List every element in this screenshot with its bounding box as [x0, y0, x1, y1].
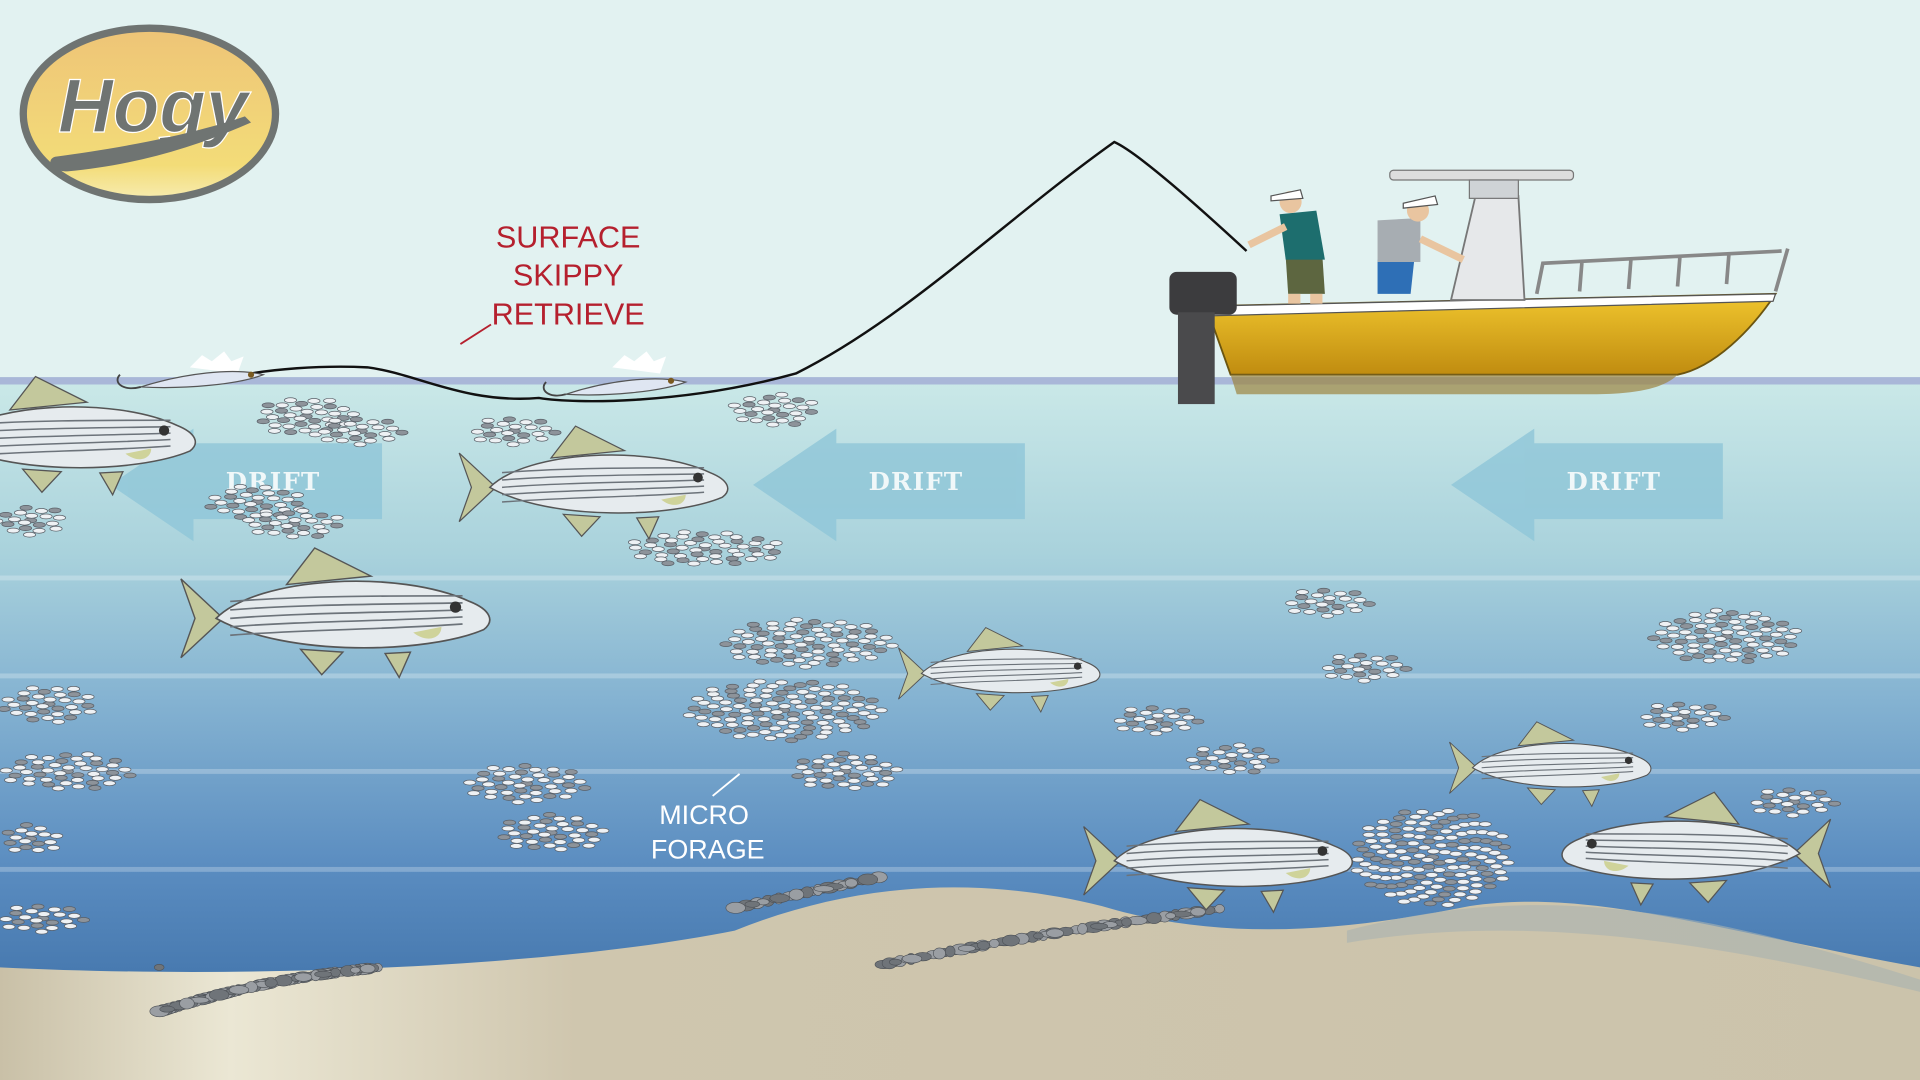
baitfish-school — [727, 391, 819, 428]
baitfish-school — [1350, 808, 1515, 908]
sand-ridge-shadow — [1346, 905, 1920, 992]
drift-arrow: DRIFT — [1451, 428, 1723, 542]
baitfish-school — [682, 678, 888, 744]
striped-bass — [458, 425, 729, 541]
fishing-line — [244, 140, 1248, 403]
boat — [1169, 169, 1790, 405]
striped-bass — [1083, 798, 1353, 914]
baitfish-school — [1285, 587, 1376, 619]
striped-bass — [1449, 721, 1652, 808]
baitfish-school — [1, 822, 64, 853]
outboard-motor — [1169, 271, 1237, 315]
baitfish-school — [1322, 652, 1413, 684]
baitfish-school — [256, 397, 360, 438]
baitfish-school — [317, 416, 409, 448]
baitfish-school — [1113, 705, 1205, 737]
baitfish-school — [1750, 787, 1842, 819]
baitfish-school — [1640, 701, 1731, 733]
lure-1 — [116, 351, 266, 390]
baitfish-school — [719, 617, 899, 670]
baitfish-school — [463, 763, 592, 805]
hogy-logo: Hogy — [19, 24, 280, 204]
angler-standing — [1377, 195, 1465, 294]
striped-bass — [1561, 791, 1832, 907]
lure-2 — [542, 351, 688, 397]
svg-text:MICRO: MICRO — [659, 800, 749, 830]
seabed-sand — [0, 887, 1920, 1080]
baitfish-school — [471, 416, 562, 448]
micro-forage-label: MICRO FORAGE — [651, 773, 765, 864]
svg-text:SURFACE: SURFACE — [496, 220, 641, 254]
baitfish-school — [497, 811, 610, 852]
striped-bass — [180, 547, 491, 680]
drift-label: DRIFT — [1567, 467, 1662, 496]
baitfish-school — [242, 507, 344, 540]
surface-retrieve-label: SURFACE SKIPPY RETRIEVE — [459, 220, 645, 345]
striped-bass — [0, 375, 197, 497]
baitfish-school — [0, 504, 66, 538]
baitfish-school — [1185, 742, 1280, 775]
rocks — [149, 871, 1225, 1018]
drift-arrow: DRIFT — [753, 428, 1025, 542]
svg-text:SKIPPY: SKIPPY — [513, 258, 624, 292]
baitfish-school — [0, 751, 137, 792]
svg-text:RETRIEVE: RETRIEVE — [492, 297, 645, 331]
baitfish-school — [791, 750, 904, 791]
striped-bass — [898, 626, 1101, 714]
baitfish-school — [0, 903, 91, 935]
drift-label: DRIFT — [869, 467, 964, 496]
angler-casting — [1247, 189, 1325, 304]
baitfish-school — [1647, 607, 1803, 664]
logo-text: Hogy — [58, 64, 252, 149]
baitfish-school — [628, 529, 783, 567]
svg-text:FORAGE: FORAGE — [651, 834, 765, 864]
baitfish-school — [0, 685, 97, 725]
